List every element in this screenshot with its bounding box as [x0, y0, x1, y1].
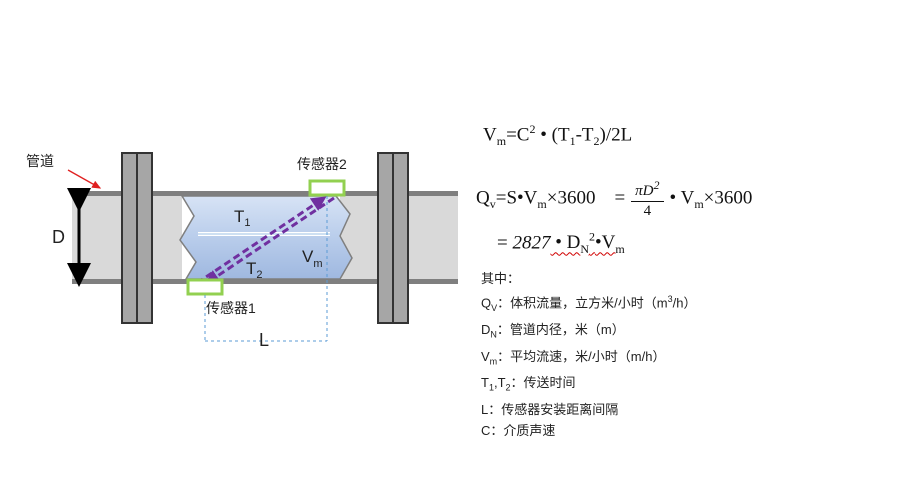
note-vm: Vm：平均流速，米/小时（m/h）	[481, 348, 666, 367]
signal-path-t2	[204, 196, 335, 285]
note-c: C：介质声速	[481, 422, 556, 438]
sensor2-label: 传感器2	[297, 156, 347, 172]
formula-simplified: = 2827 • DN2•Vm	[497, 230, 625, 257]
velocity-label: Vm	[302, 247, 323, 270]
formula-velocity: Vm=C2 • (T1-T2)/2L	[483, 122, 633, 149]
sensor-2	[308, 179, 346, 197]
note-t: T1,T2：传送时间	[481, 375, 576, 393]
notes-header: 其中：	[481, 271, 521, 286]
sensor-1	[186, 278, 224, 296]
note-l: L：传感器安装距离间隔	[481, 401, 619, 417]
t1-label: T1	[234, 207, 251, 229]
flange-left	[121, 152, 153, 324]
length-label: L	[259, 330, 269, 350]
signal-path-t1	[196, 196, 327, 285]
diameter-label: D	[52, 227, 65, 247]
sensor1-label: 传感器1	[206, 300, 256, 316]
flowmeter-diagram: 管道 D 传感器2 传感器1 L T1 T2 Vm	[26, 152, 458, 350]
pipe-label-arrow	[67, 169, 102, 189]
legend-notes: 其中： QV：体积流量，立方米/小时（m3/h） DN：管道内径，米（m） Vm…	[481, 268, 696, 441]
t2-label: T2	[246, 259, 263, 281]
note-dn: DN：管道内径，米（m）	[481, 321, 625, 340]
flange-right	[377, 152, 409, 324]
note-qv: QV：体积流量，立方米/小时（m3/h）	[481, 294, 697, 313]
pipe-label: 管道	[26, 153, 54, 169]
